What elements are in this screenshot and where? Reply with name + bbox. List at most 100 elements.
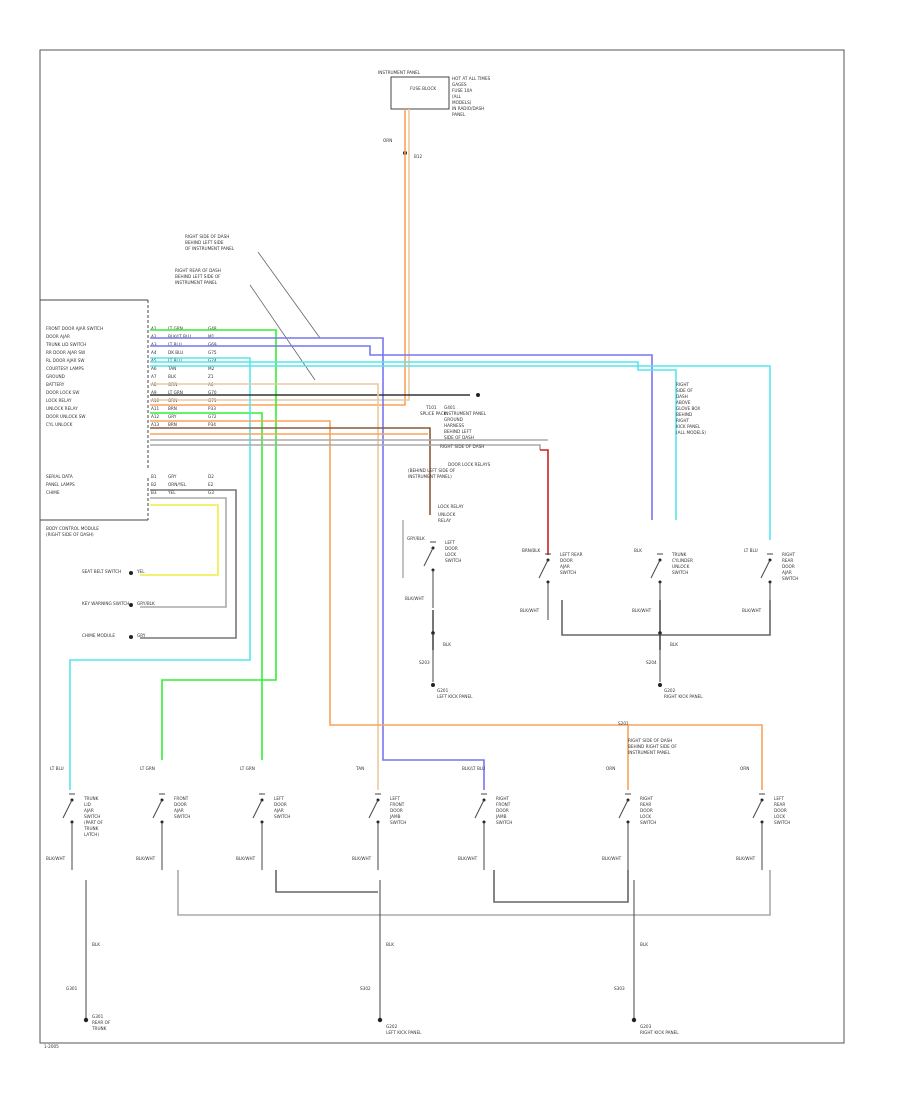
pin-function: PANEL LAMPS: [46, 482, 75, 487]
relay-note-6: RELAY: [438, 518, 452, 523]
ground-location-line: TRUNK: [91, 1026, 107, 1031]
pin-wire-color: GRY: [168, 414, 177, 419]
relay-note-3: INSTRUMENT PANEL): [408, 474, 452, 479]
switch-title-line: (PART OF: [84, 820, 104, 825]
ground-bus-right: [561, 600, 771, 636]
relay-note-2: (BEHIND LEFT SIDE OF: [408, 468, 456, 473]
fuse-note-4: MODELS): [452, 100, 472, 105]
pin-circuit: G3: [208, 490, 214, 495]
switch-ground-wire: BLK/WHT: [520, 608, 540, 613]
switch-title-line: FRONT: [174, 796, 189, 801]
pin-wire-color: DK BLU: [168, 350, 183, 355]
switch-title-line: RIGHT: [640, 796, 654, 801]
switch-ground-wire: BLK/WHT: [632, 608, 652, 613]
switch-wire: LT BLU: [50, 766, 64, 771]
pin-wire-color: GRY: [168, 474, 177, 479]
lower-bus-span: [378, 870, 771, 916]
switch-ground-wire: BLK/WHT: [742, 608, 762, 613]
note-3: RIGHT REAR OF DASH: [175, 268, 221, 273]
left-component-label: SEAT BELT SWITCH: [82, 569, 121, 574]
switch-title-line: AJAR: [174, 808, 184, 813]
pin-wire-color: BRN: [168, 406, 177, 411]
wire-green-a9: [150, 412, 263, 760]
tee-label: SPLICE PACK: [420, 411, 447, 416]
orange-splice-code: S201: [618, 721, 629, 726]
switch-title-line: REAR: [774, 802, 785, 807]
pin-wire-color: BRN: [168, 422, 177, 427]
fuse-note-5: IN RADIO/DASH: [452, 106, 484, 111]
ground-splice-wire: BLK: [443, 642, 451, 647]
ground-location-line: G301: [92, 1014, 104, 1019]
pin-function: DOOR LOCK SW: [46, 390, 79, 395]
switch-wire: ORN: [740, 766, 749, 771]
ground-code: G201: [437, 688, 449, 693]
pin-wire-color: YEL: [167, 490, 176, 495]
orange-splice-note: S201 RIGHT SIDE OF DASH BEHIND RIGHT SID…: [618, 721, 677, 755]
fuse-note-2: FUSE 10A: [452, 88, 472, 93]
note-0: RIGHT SIDE OF DASH: [185, 234, 229, 239]
pin-wire-color: BLK/LT BLU: [168, 334, 191, 339]
urn-1: SIDE OF: [676, 388, 693, 393]
upper-right-note: RIGHT SIDE OF DASH ABOVE GLOVE BOX BEHIN…: [676, 382, 706, 435]
relay-note-5: UNLOCK: [438, 512, 456, 517]
switch-title-line: DOOR: [496, 808, 509, 813]
pin-wire-color: ORN/YEL: [168, 482, 187, 487]
door-lock-relays: RIGHT SIDE OF DASH DOOR LOCK RELAYS (BEH…: [402, 444, 491, 578]
switch-ground-wire: BLK/WHT: [236, 856, 256, 861]
orange-note-0: RIGHT SIDE OF DASH: [628, 738, 672, 743]
pin-function: TRUNK LID SWITCH: [45, 342, 86, 347]
pin-number: B2: [151, 482, 157, 487]
pin-function: CYL UNLOCK: [46, 422, 73, 427]
left-component-wire: GRY/BLK: [137, 601, 155, 606]
switch-wire: LT BLU: [744, 548, 758, 553]
lower-bus-right: [493, 870, 629, 903]
switch-title-line: SWITCH: [390, 820, 406, 825]
page-code: 1-2005: [44, 1044, 59, 1049]
switch-title-line: RIGHT: [782, 552, 796, 557]
left-component-label: CHIME MODULE: [82, 633, 115, 638]
ground-point: G202: [386, 1024, 398, 1029]
pin-circuit: M2: [208, 366, 215, 371]
pin-circuit: P34: [208, 422, 216, 427]
switch-ground-wire: BLK/WHT: [405, 596, 425, 601]
wires: [69, 109, 771, 790]
pin-circuit: M1: [208, 334, 215, 339]
switch-title-line: UNLOCK: [672, 564, 690, 569]
pin-wire-color: LT GRN: [168, 390, 183, 395]
ground-location-line: REAR OF: [92, 1020, 111, 1025]
switch-title-line: LOCK: [445, 552, 456, 557]
pin-circuit: P33: [208, 406, 216, 411]
fuse-block-title: INSTRUMENT PANEL: [378, 70, 421, 75]
pin-function: RL DOOR AJAR SW: [46, 358, 85, 363]
fuse-note-1: GAGES: [452, 82, 467, 87]
switch-ground-wire: BLK/WHT: [602, 856, 622, 861]
pin-function: SERIAL DATA: [46, 474, 73, 479]
pin-number: A3: [151, 342, 157, 347]
ground-code: S302: [360, 986, 371, 991]
wire-brown-unlock: [150, 427, 431, 515]
g401-code: G401: [444, 405, 456, 410]
ground-location: LEFT KICK PANEL: [437, 694, 473, 699]
switch-title-line: DOOR: [445, 546, 458, 551]
ground-wire: BLK: [386, 942, 394, 947]
wire-red-relay: [540, 449, 549, 555]
wire-orange-lock: [150, 420, 763, 790]
switch-title-line: AJAR: [782, 570, 792, 575]
fuse-note-3: (ALL: [452, 94, 462, 99]
body-control-module: BODY CONTROL MODULE (RIGHT SIDE OF DASH): [40, 299, 149, 537]
switch-title-line: LEFT: [390, 796, 400, 801]
pin-function: LOCK RELAY: [46, 398, 72, 403]
pin-number: B1: [151, 474, 157, 479]
